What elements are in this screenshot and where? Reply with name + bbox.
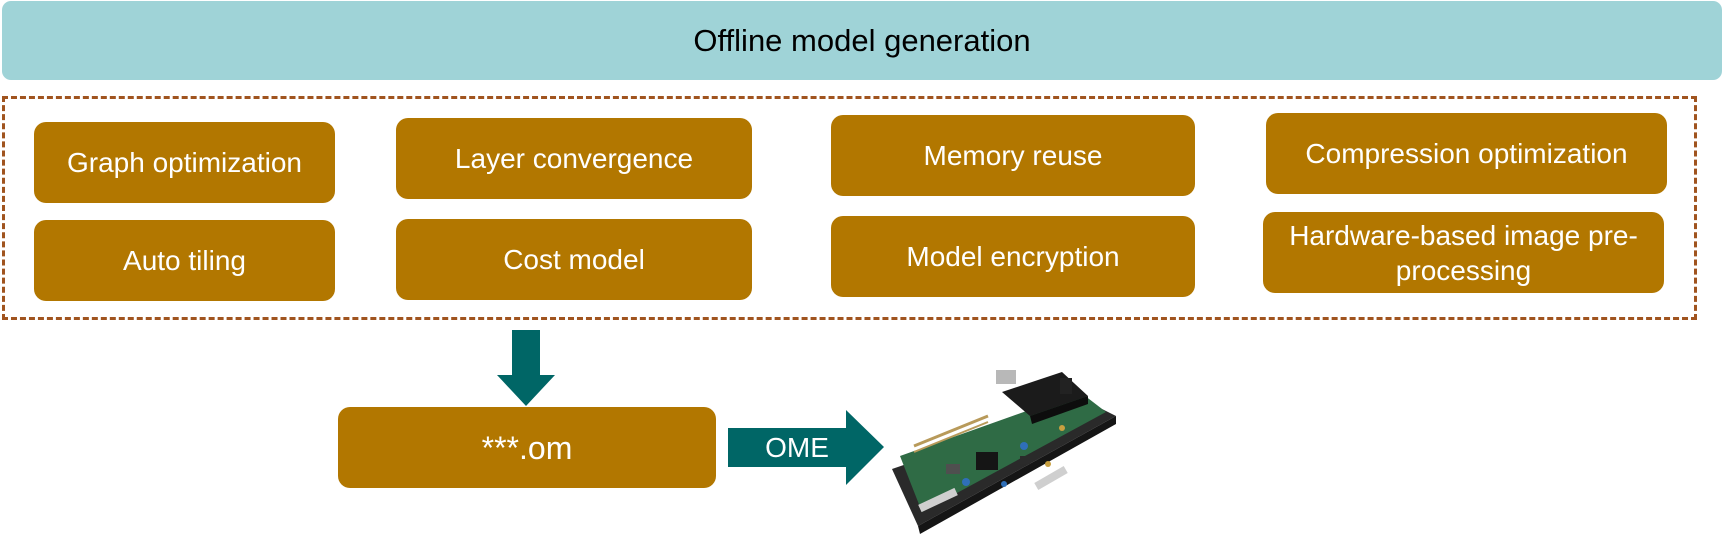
module-layer-convergence: Layer convergence: [396, 118, 752, 199]
module-label: Cost model: [503, 244, 645, 275]
module-compression-optimization: Compression optimization: [1266, 113, 1667, 194]
module-label: Layer convergence: [454, 143, 694, 174]
module-label: Memory reuse: [923, 140, 1103, 171]
module-label: Compression optimization: [1305, 138, 1628, 169]
development-board-image: [892, 370, 1116, 534]
optimization-modules-group: [2, 96, 1697, 320]
module-memory-reuse: Memory reuse: [831, 115, 1195, 196]
module-graph-optimization: Graph optimization: [34, 122, 335, 203]
module-hardware-image-preprocessing: Hardware-based image pre-processing: [1263, 212, 1664, 293]
module-label: Hardware-based image pre-processing: [1289, 219, 1638, 286]
module-label: Graph optimization: [66, 147, 302, 178]
module-model-encryption: Model encryption: [831, 216, 1195, 297]
module-auto-tiling: Auto tiling: [34, 220, 335, 301]
offline-model-generation-banner: Offline model generation: [2, 1, 1722, 80]
arrow-down-icon: [497, 330, 555, 406]
module-label: Model encryption: [906, 241, 1120, 272]
arrow-right-icon: [728, 410, 884, 485]
banner-title: Offline model generation: [693, 22, 1031, 58]
module-label: Auto tiling: [123, 245, 246, 276]
module-cost-model: Cost model: [396, 219, 752, 300]
om-file-label: ***.om: [481, 429, 573, 466]
om-file-box: ***.om: [338, 407, 716, 488]
ome-label: OME: [765, 432, 829, 463]
